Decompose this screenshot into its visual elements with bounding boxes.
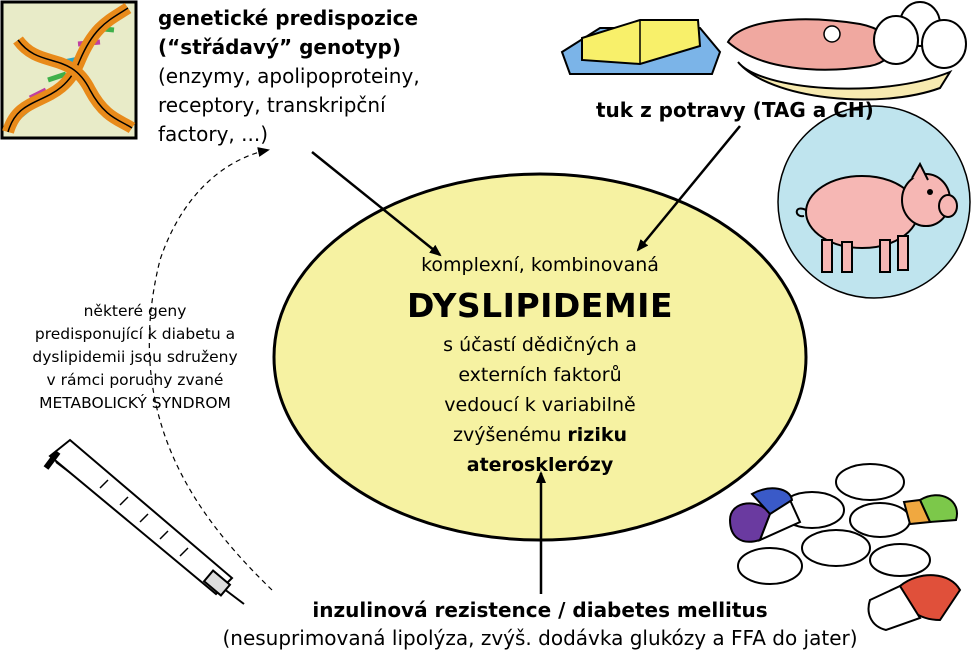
metabolic-line-3: dyslipidemii jsou sdruženy bbox=[32, 348, 238, 366]
center-line-3: externích faktorů bbox=[458, 364, 622, 386]
center-line-5-plain: zvýšenému bbox=[453, 424, 568, 446]
metabolic-line-2: predisponující k diabetu a bbox=[34, 325, 236, 343]
arrow-genetic-to-center bbox=[311, 151, 442, 257]
center-line-5: zvýšenému riziku bbox=[300, 420, 780, 450]
center-line-6-bold: aterosklerózy bbox=[466, 454, 614, 476]
insulin-resistance-text: inzulinová rezistence / diabetes mellitu… bbox=[150, 596, 930, 652]
genetic-subtitle: (“střádavý” genotyp) bbox=[158, 35, 402, 59]
insulin-subtitle: (nesuprimovaná lipolýza, zvýš. dodávka g… bbox=[222, 626, 858, 650]
metabolic-line-5: METABOLICKÝ SYNDROM bbox=[39, 394, 231, 412]
center-line-4: vedoucí k variabilně bbox=[444, 394, 636, 416]
genetic-title: genetické predispozice bbox=[158, 6, 419, 30]
eggs-icon bbox=[873, 1, 967, 69]
center-line-6: aterosklerózy bbox=[300, 450, 780, 480]
butter-icon bbox=[560, 19, 722, 75]
center-title: DYSLIPIDEMIE bbox=[406, 286, 674, 325]
syringe-icon bbox=[43, 438, 245, 605]
genetic-detail-1: (enzymy, apolipoproteiny, bbox=[158, 64, 420, 88]
genetic-detail-3: factory, ...) bbox=[158, 122, 269, 146]
genetic-detail-2: receptory, transkripční bbox=[158, 93, 386, 117]
dietary-fat-label: tuk z potravy (TAG a CH) bbox=[596, 98, 874, 122]
dna-icon bbox=[0, 0, 138, 140]
metabolic-line-4: v rámci poruchy zvané bbox=[46, 371, 224, 389]
metabolic-line-1: některé geny bbox=[83, 302, 187, 320]
genetic-predisposition-text: genetické predispozice (“střádavý” genot… bbox=[158, 4, 420, 149]
center-subtitle: komplexní, kombinovaná bbox=[421, 254, 659, 276]
pig-icon bbox=[777, 105, 971, 299]
meat-icon bbox=[726, 18, 953, 101]
pills-icon bbox=[728, 463, 962, 632]
arrow-fat-to-center bbox=[636, 125, 741, 252]
arrow-metabolic-dashed bbox=[148, 147, 273, 591]
center-line-2: s účastí dědičných a bbox=[443, 334, 637, 356]
center-line-5-bold: riziku bbox=[567, 424, 627, 446]
insulin-title: inzulinová rezistence / diabetes mellitu… bbox=[312, 598, 768, 622]
metabolic-syndrome-note: některé geny predisponující k diabetu a … bbox=[0, 300, 270, 415]
center-text: komplexní, kombinovaná DYSLIPIDEMIE s úč… bbox=[300, 250, 780, 480]
